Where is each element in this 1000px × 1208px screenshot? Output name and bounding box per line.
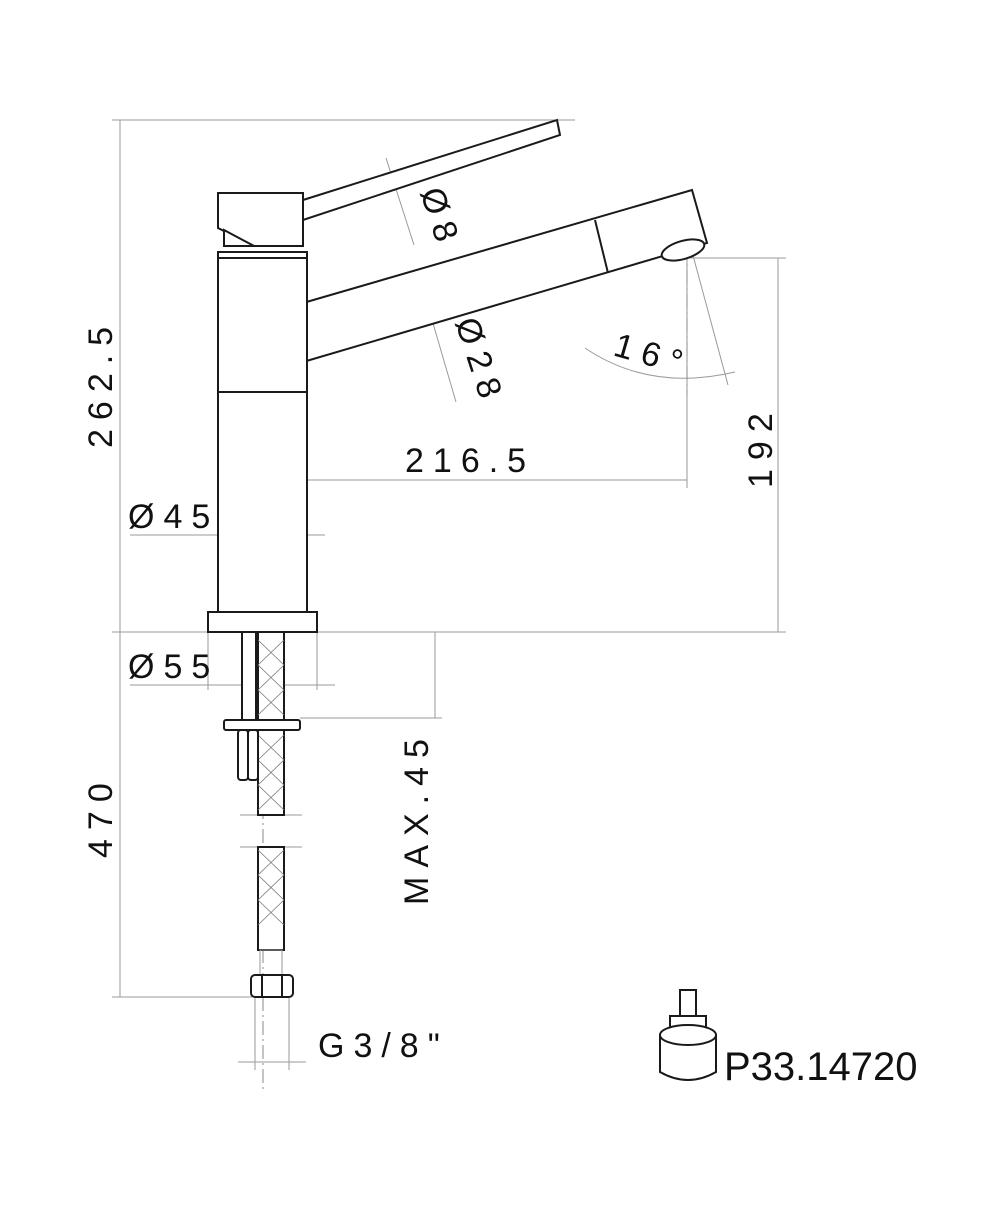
hose-length-label: 470 bbox=[82, 774, 120, 858]
connection-thread-label: G3/8" bbox=[318, 1027, 449, 1065]
cartridge-code-label: P33.14720 bbox=[724, 1045, 918, 1089]
spout-diameter-label: Ø28 bbox=[447, 313, 511, 412]
cartridge-icon bbox=[659, 989, 717, 1081]
max-deck-thickness-label: MAX.45 bbox=[398, 730, 436, 905]
total-height-label: 262.5 bbox=[82, 318, 120, 448]
spout-height-label: 192 bbox=[742, 404, 780, 488]
body-diameter-label: Ø45 bbox=[128, 498, 219, 536]
lever-diameter-label: Ø8 bbox=[412, 183, 468, 255]
base-diameter-label: Ø55 bbox=[128, 648, 219, 686]
braided-hose-hatch bbox=[257, 639, 285, 926]
spout-reach-label: 216.5 bbox=[405, 442, 535, 480]
faucet-body bbox=[207, 118, 709, 998]
